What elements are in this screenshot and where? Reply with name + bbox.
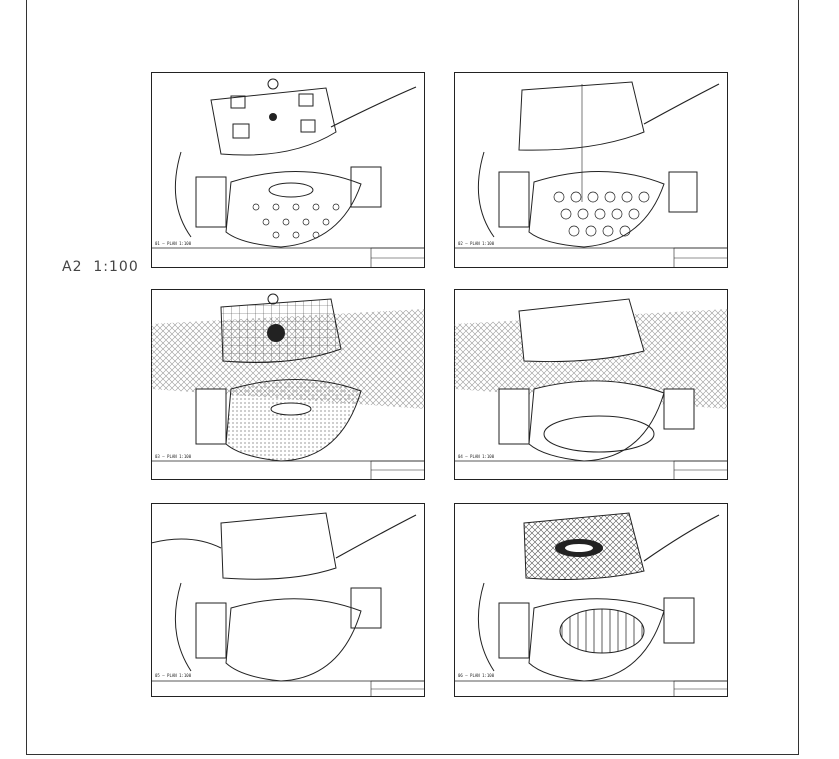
svg-text:02 — PLAN 1:100: 02 — PLAN 1:100 <box>458 241 495 246</box>
plan-panel-4: 04 — PLAN 1:100 <box>454 289 728 480</box>
svg-text:03 — PLAN 1:100: 03 — PLAN 1:100 <box>155 454 192 459</box>
plan-panel-1: 01 — PLAN 1:100 <box>151 72 425 268</box>
plan-panel-2: 02 — PLAN 1:100 <box>454 72 728 268</box>
plan-panel-3: 03 — PLAN 1:100 <box>151 289 425 480</box>
plan-panel-6: 06 — PLAN 1:100 <box>454 503 728 697</box>
plan-panel-5: 05 — PLAN 1:100 <box>151 503 425 697</box>
svg-text:01 — PLAN 1:100: 01 — PLAN 1:100 <box>155 241 192 246</box>
sheet-border <box>26 0 799 755</box>
svg-text:04 — PLAN 1:100: 04 — PLAN 1:100 <box>458 454 495 459</box>
scale-label: A2 1:100 <box>62 259 139 275</box>
svg-text:05 — PLAN 1:100: 05 — PLAN 1:100 <box>155 673 192 678</box>
svg-text:06 — PLAN 1:100: 06 — PLAN 1:100 <box>458 673 495 678</box>
